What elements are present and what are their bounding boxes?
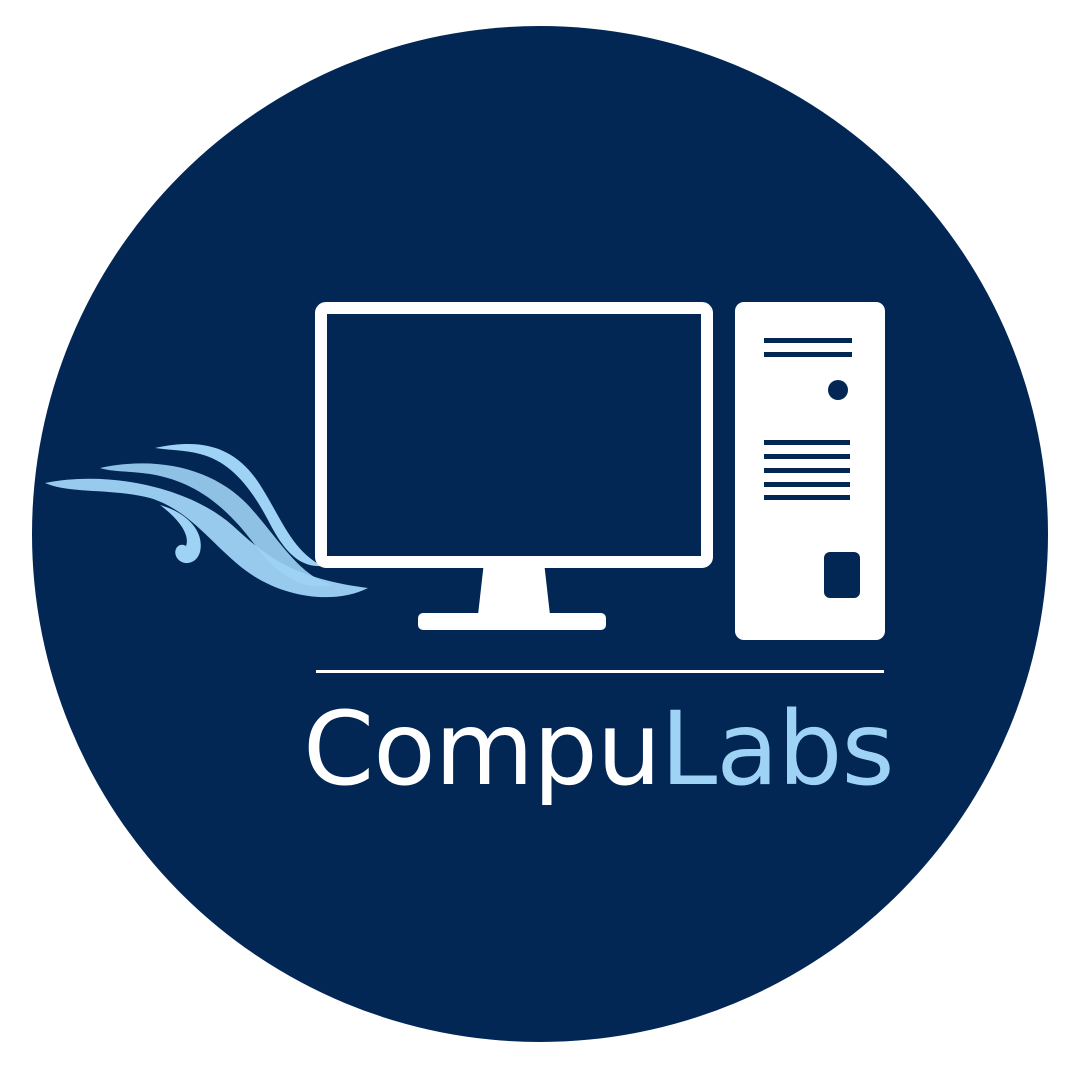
computer-tower-icon	[735, 302, 885, 640]
brand-name-part-1: Compu	[303, 690, 661, 809]
brand-name: CompuLabs	[303, 690, 943, 810]
swirl-decoration-icon	[45, 444, 368, 598]
divider-line	[316, 670, 884, 673]
monitor-icon	[315, 302, 713, 630]
brand-name-part-2: Labs	[660, 690, 894, 809]
